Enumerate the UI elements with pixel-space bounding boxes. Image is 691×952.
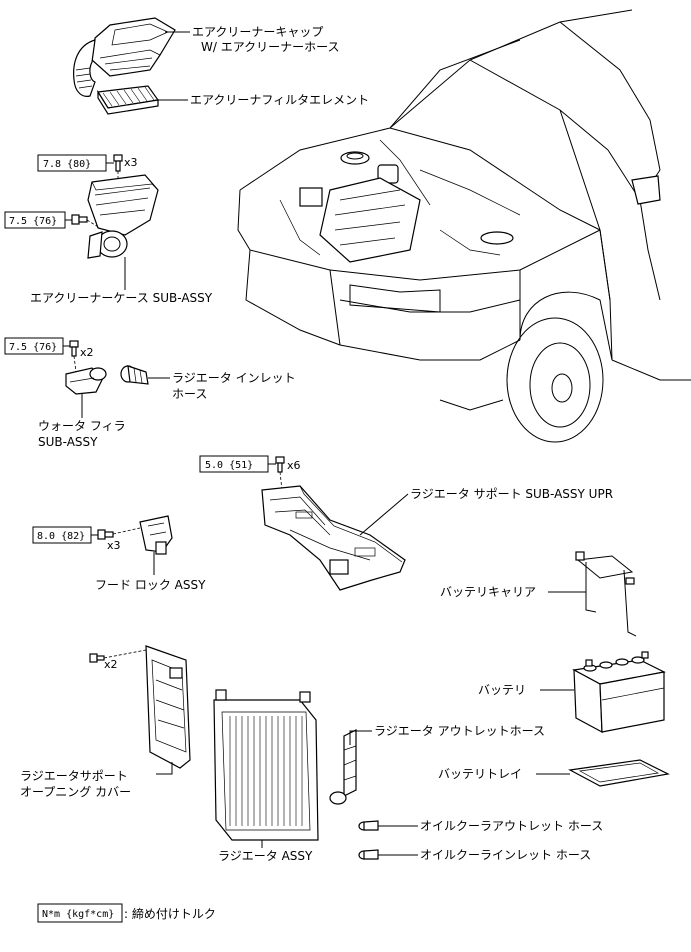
label-radiator-support-cover-1: ラジエータサポート (20, 769, 128, 783)
air-cleaner-case-part (87, 174, 159, 259)
torque-value-t3: 7.5 {76} (9, 342, 57, 353)
quantity-q1: x3 (124, 156, 138, 169)
battery-tray-part (568, 759, 670, 787)
bolt-guide-t5 (112, 527, 141, 535)
bolt-icon (275, 456, 285, 473)
label-oil-cooler-outlet: オイルクーラアウトレット ホース (420, 819, 603, 833)
legend-torque-description: : 締め付けトルク (124, 906, 216, 921)
quantity-q4: x3 (107, 539, 121, 552)
label-air-cleaner-cap-2: W/ エアクリーナーホース (201, 40, 340, 54)
bolt-icon (97, 529, 114, 540)
bolt-guide-q5 (103, 649, 147, 659)
label-air-cleaner-case: エアクリーナーケース SUB-ASSY (30, 291, 213, 305)
label-radiator-inlet-hose-1: ラジエータ インレット (172, 371, 296, 385)
bolt-icon (71, 214, 88, 225)
quantity-q3: x6 (287, 459, 301, 472)
quantity-q2: x2 (80, 346, 94, 359)
radiator-outlet-hose-part (329, 729, 357, 805)
vehicle-illustration (237, 9, 691, 443)
torque-value-t1: 7.8 {80} (43, 159, 91, 170)
bolt-icon (69, 340, 79, 357)
leader-radiator-support-cover (156, 762, 173, 775)
label-radiator-support-cover-2: オープニング カバー (20, 785, 131, 799)
battery-carrier-part (575, 551, 637, 637)
legend-torque-unit: N*m {kgf*cm} (42, 909, 114, 920)
legend-torque-box (37, 903, 123, 923)
battery-part (572, 651, 666, 734)
label-hood-lock: フード ロック ASSY (95, 578, 206, 592)
torque-value-t5: 8.0 {82} (37, 531, 85, 542)
label-radiator-inlet-hose-2: ホース (172, 387, 207, 401)
quantity-q5: x2 (104, 658, 118, 671)
label-radiator-outlet-hose: ラジエータ アウトレットホース (374, 724, 545, 738)
label-oil-cooler-inlet: オイルクーラインレット ホース (420, 848, 591, 862)
torque-value-t4: 5.0 {51} (205, 460, 253, 471)
leader-radiator-outlet-hose (349, 730, 372, 745)
hood-lock-part (139, 515, 173, 555)
label-radiator-support-upr: ラジエータ サポート SUB-ASSY UPR (410, 487, 613, 501)
bolt-guide-t2 (86, 219, 101, 229)
label-radiator: ラジエータ ASSY (218, 849, 313, 863)
oil-cooler-outlet-hose-part (358, 820, 379, 831)
water-filler-part (65, 367, 107, 395)
label-water-filler-2: SUB-ASSY (38, 435, 98, 449)
label-battery: バッテリ (478, 683, 526, 697)
bolt-guide-t3 (73, 355, 77, 373)
radiator-support-upr-part (261, 485, 406, 591)
air-cleaner-cap-part (73, 17, 176, 97)
leader-radiator-support-upr (359, 493, 409, 536)
bolt-icon (89, 653, 105, 663)
radiator-inlet-hose-part (120, 365, 149, 385)
radiator-part (213, 689, 319, 841)
label-battery-carrier: バッテリキャリア (440, 585, 536, 599)
label-air-filter: エアクリーナフィルタエレメント (190, 93, 369, 107)
label-water-filler-1: ウォータ フィラ (38, 419, 126, 433)
air-filter-element-part (96, 85, 160, 115)
oil-cooler-inlet-hose-part (358, 849, 379, 860)
radiator-support-cover-part (145, 645, 191, 769)
engine-bay (279, 139, 521, 263)
label-air-cleaner-cap-1: エアクリーナーキャップ (192, 25, 323, 39)
bolt-guide-t4 (279, 471, 283, 491)
torque-value-t2: 7.5 {76} (9, 216, 57, 227)
label-battery-tray: バッテリトレイ (438, 767, 522, 781)
bolt-icon (113, 154, 123, 172)
